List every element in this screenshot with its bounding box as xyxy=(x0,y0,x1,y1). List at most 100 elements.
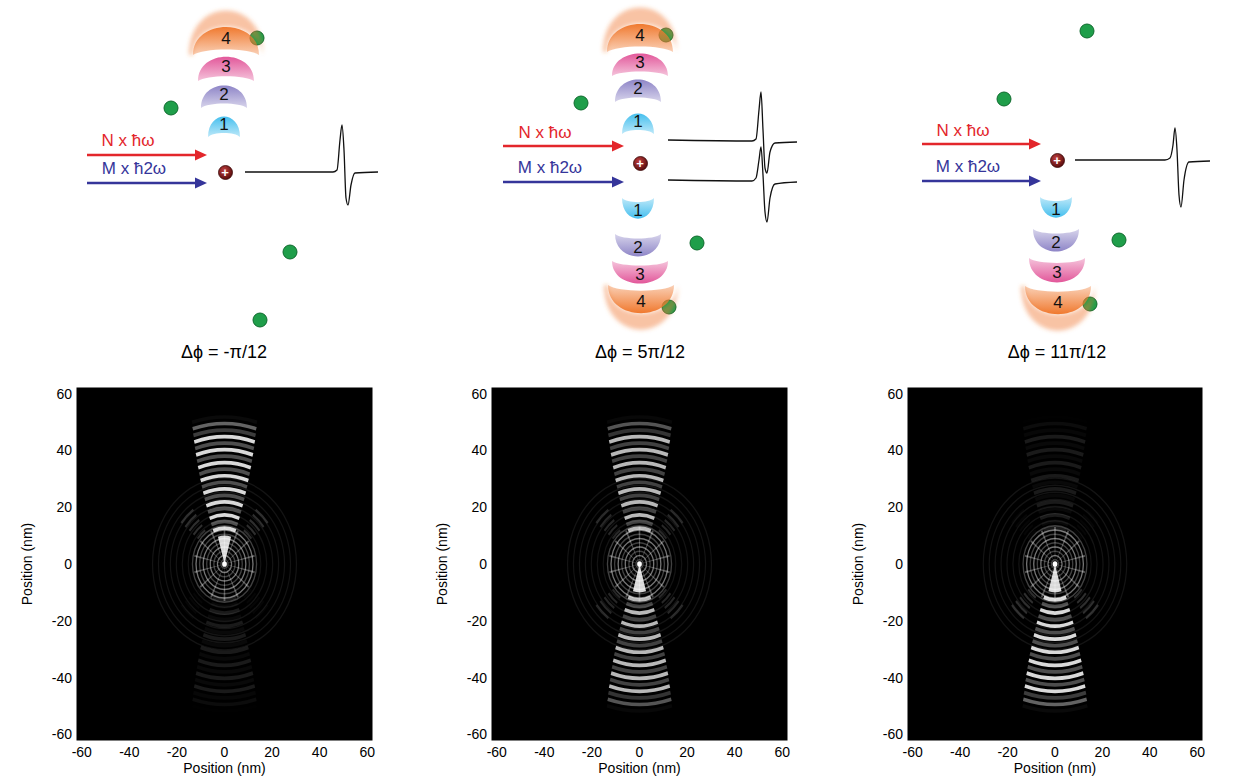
fringe xyxy=(199,652,250,660)
fringe xyxy=(193,691,256,700)
fringe xyxy=(194,435,255,444)
tick-label: -40 xyxy=(534,745,554,759)
fringe xyxy=(1024,684,1085,693)
fringe xyxy=(616,639,662,647)
simulated-image xyxy=(492,388,787,740)
energy-level-band: 1 xyxy=(622,112,654,134)
tick-label: 60 xyxy=(887,387,903,401)
photon-arrow-shaft xyxy=(503,181,615,184)
phase-label: Δϕ = 5π/12 xyxy=(595,343,685,361)
fringe xyxy=(1027,454,1083,463)
band-crescent xyxy=(612,54,668,77)
tick-label: -20 xyxy=(997,745,1017,759)
band-crescent xyxy=(615,234,661,257)
fringe xyxy=(658,529,667,539)
image-background xyxy=(492,388,787,740)
axis-title: Position (nm) xyxy=(20,523,34,605)
axis-title: Position (nm) xyxy=(851,523,865,605)
fringe xyxy=(170,499,279,630)
energy-level-band: 3 xyxy=(1029,258,1085,284)
center-spot xyxy=(1053,561,1058,567)
fringe xyxy=(626,602,653,609)
simulated-image xyxy=(77,388,372,740)
tick-label: -60 xyxy=(72,745,92,759)
fringe xyxy=(1038,614,1072,621)
fringe xyxy=(611,671,669,680)
attosecond-pulse-trace xyxy=(1075,128,1210,207)
fringe xyxy=(1035,494,1075,502)
tick-label: 60 xyxy=(774,745,790,759)
fringe xyxy=(194,684,255,693)
photon-label: M x ħ2ω xyxy=(518,159,582,176)
tick-label: 40 xyxy=(312,745,328,759)
fringe xyxy=(201,481,247,489)
fringe xyxy=(255,509,268,524)
fringe xyxy=(210,564,224,598)
fringe xyxy=(1033,487,1076,495)
fringe xyxy=(211,520,238,527)
tick-label: -20 xyxy=(52,614,72,628)
fringe xyxy=(192,415,258,424)
fringe xyxy=(243,529,252,539)
fringe xyxy=(670,604,683,619)
energy-level-band: 3 xyxy=(612,52,668,76)
image-background xyxy=(908,388,1202,740)
tick-label: -40 xyxy=(119,745,139,759)
tick-label: -40 xyxy=(950,745,970,759)
ion-node: + xyxy=(633,156,648,171)
fringe xyxy=(619,494,659,502)
energy-level-band: 4 xyxy=(193,25,259,55)
energy-level-band: 2 xyxy=(201,84,247,108)
fringe xyxy=(1023,697,1087,706)
electron-dots xyxy=(164,24,1126,327)
band-glow xyxy=(1021,286,1095,331)
band-crescent xyxy=(607,24,673,52)
center-spot xyxy=(637,561,642,567)
fringe xyxy=(624,513,655,520)
interference-pattern xyxy=(983,415,1128,712)
fringe xyxy=(640,555,670,564)
band-glow xyxy=(604,285,678,330)
tick-label: -20 xyxy=(582,745,602,759)
level-number: 4 xyxy=(635,27,644,44)
fringe xyxy=(1043,526,1067,532)
tick-label: 40 xyxy=(727,745,743,759)
fringe xyxy=(195,441,255,450)
fringe xyxy=(610,441,670,450)
fringe xyxy=(1027,665,1083,674)
fringe xyxy=(225,555,255,564)
fringe xyxy=(1026,671,1084,680)
tick-label: -60 xyxy=(883,727,903,741)
band-crescent xyxy=(201,86,247,109)
fringe xyxy=(1023,422,1087,431)
level-number: 3 xyxy=(221,58,230,75)
fringe xyxy=(1055,555,1085,564)
photon-arrow-head xyxy=(1029,176,1041,187)
fringe xyxy=(1025,678,1084,687)
tick-label: 40 xyxy=(1142,745,1158,759)
band-crescent xyxy=(612,261,668,284)
fringe xyxy=(1022,704,1087,713)
fringe xyxy=(670,509,683,524)
fringe xyxy=(607,704,673,713)
fringe xyxy=(1038,507,1072,514)
fringe xyxy=(203,487,246,495)
electron-dot xyxy=(283,245,297,259)
fringe xyxy=(1074,589,1083,599)
band-crescent xyxy=(1040,197,1072,218)
photon-arrow-shaft xyxy=(87,154,198,157)
fringe xyxy=(624,608,655,615)
fringe xyxy=(615,646,664,654)
level-number: 2 xyxy=(633,80,642,97)
tick-label: -40 xyxy=(883,671,903,685)
ion-circle xyxy=(633,156,647,170)
fringe xyxy=(1035,627,1075,635)
fringe xyxy=(206,500,243,507)
fringe xyxy=(612,589,621,599)
fringe xyxy=(603,520,677,608)
fringe xyxy=(615,540,640,564)
energy-level-band: 1 xyxy=(622,198,654,220)
fringe xyxy=(255,604,268,619)
band-crescent xyxy=(1033,229,1079,252)
fringe xyxy=(633,564,646,592)
